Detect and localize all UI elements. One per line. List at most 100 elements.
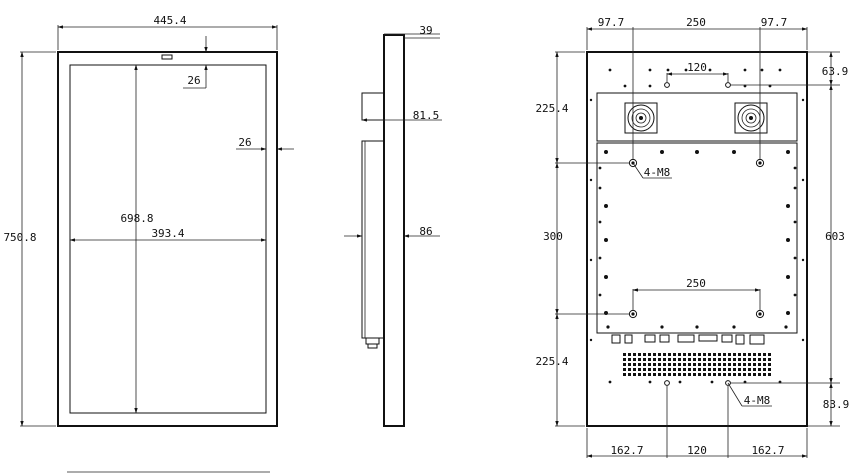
- vent-slot: [643, 363, 646, 366]
- vent-slot: [638, 358, 641, 361]
- vent-slot: [688, 368, 691, 371]
- vent-slot: [623, 368, 626, 371]
- vent-slot: [698, 368, 701, 371]
- vent-slot: [673, 373, 676, 376]
- vent-slot: [708, 363, 711, 366]
- label-bottom-middle: 120: [687, 444, 707, 457]
- label-bezel-top: 26: [187, 74, 200, 87]
- vent-slot: [683, 353, 686, 356]
- vent-slot: [658, 373, 661, 376]
- vent-slot: [733, 373, 736, 376]
- vent-slot: [648, 358, 651, 361]
- label-bottom-right: 162.7: [751, 444, 784, 457]
- rear-main-housing: [596, 142, 798, 334]
- vent-slot: [728, 373, 731, 376]
- vent-slot: [658, 363, 661, 366]
- vent-slot: [713, 373, 716, 376]
- vent-slot: [768, 363, 771, 366]
- vent-slot: [633, 363, 636, 366]
- vent-slot: [668, 368, 671, 371]
- vent-slot: [743, 373, 746, 376]
- vent-slot: [623, 373, 626, 376]
- vent-slot: [758, 368, 761, 371]
- rear-fan-housing: [596, 92, 798, 142]
- vent-slot: [753, 373, 756, 376]
- vent-slot: [763, 358, 766, 361]
- vent-slot: [633, 353, 636, 356]
- vent-slot: [688, 363, 691, 366]
- vent-slot: [633, 373, 636, 376]
- fan-bolt-left: [664, 82, 670, 88]
- vent-slot: [628, 373, 631, 376]
- vent-slot: [743, 353, 746, 356]
- vent-slot: [683, 358, 686, 361]
- vent-slot: [643, 353, 646, 356]
- vent-slot: [658, 358, 661, 361]
- vent-slot: [738, 353, 741, 356]
- label-overall-height: 750.8: [3, 231, 36, 244]
- label-display-height: 698.8: [120, 212, 153, 225]
- vent-slot: [683, 373, 686, 376]
- vent-slot: [703, 363, 706, 366]
- vent-slot: [748, 358, 751, 361]
- vent-slot: [708, 358, 711, 361]
- vent-slot: [768, 353, 771, 356]
- rear-view: 97.7 250 97.7 120 63.9 603 83.9 225.4 30…: [535, 16, 849, 458]
- vent-slot: [628, 353, 631, 356]
- vent-slot: [693, 353, 696, 356]
- vent-slot: [713, 368, 716, 371]
- vent-slot: [718, 368, 721, 371]
- vent-slot: [648, 353, 651, 356]
- label-display-width: 393.4: [151, 227, 184, 240]
- vent-slot: [638, 368, 641, 371]
- vent-slot: [658, 368, 661, 371]
- vent-slot: [758, 363, 761, 366]
- vent-slot: [753, 358, 756, 361]
- vent-slot: [728, 358, 731, 361]
- label-upper-thread: 4-M8: [644, 166, 671, 179]
- vent-slot: [743, 363, 746, 366]
- vent-slot: [738, 358, 741, 361]
- vent-slot: [668, 373, 671, 376]
- vent-slot: [623, 358, 626, 361]
- vent-slot: [718, 353, 721, 356]
- vent-slot: [723, 368, 726, 371]
- vent-slot: [643, 358, 646, 361]
- vent-slot: [693, 358, 696, 361]
- vent-slot: [638, 373, 641, 376]
- vent-slot: [753, 368, 756, 371]
- vent-slot: [653, 358, 656, 361]
- label-middle-left-height: 300: [543, 230, 563, 243]
- vent-slot: [663, 363, 666, 366]
- vent-slot: [728, 353, 731, 356]
- vent-slot: [633, 368, 636, 371]
- vent-slot: [623, 363, 626, 366]
- front-top-notch: [161, 54, 173, 60]
- vent-slot: [733, 363, 736, 366]
- vent-slot: [763, 363, 766, 366]
- vent-slot: [733, 368, 736, 371]
- label-bottom-right-offset: 83.9: [823, 398, 850, 411]
- label-top-right-offset: 97.7: [761, 16, 788, 29]
- front-view: 445.4 750.8 26 26 698.8 393.4: [3, 14, 294, 473]
- vent-slot: [748, 368, 751, 371]
- side-connector: [365, 337, 380, 345]
- vent-slot: [653, 368, 656, 371]
- vent-slot: [643, 368, 646, 371]
- vent-slot: [663, 368, 666, 371]
- vent-slot: [748, 353, 751, 356]
- label-fan-bolt-spacing: 120: [687, 61, 707, 74]
- connector-strip: [611, 334, 765, 345]
- vent-slot: [703, 358, 706, 361]
- side-view: 39 81.5 86: [344, 24, 442, 427]
- label-overall-width: 445.4: [153, 14, 186, 27]
- vent-slot: [623, 353, 626, 356]
- vent-slot: [723, 358, 726, 361]
- vent-slot: [653, 363, 656, 366]
- vent-slot: [723, 373, 726, 376]
- vent-slot: [738, 363, 741, 366]
- vent-slot: [638, 363, 641, 366]
- vent-slot: [748, 373, 751, 376]
- vent-slot: [708, 373, 711, 376]
